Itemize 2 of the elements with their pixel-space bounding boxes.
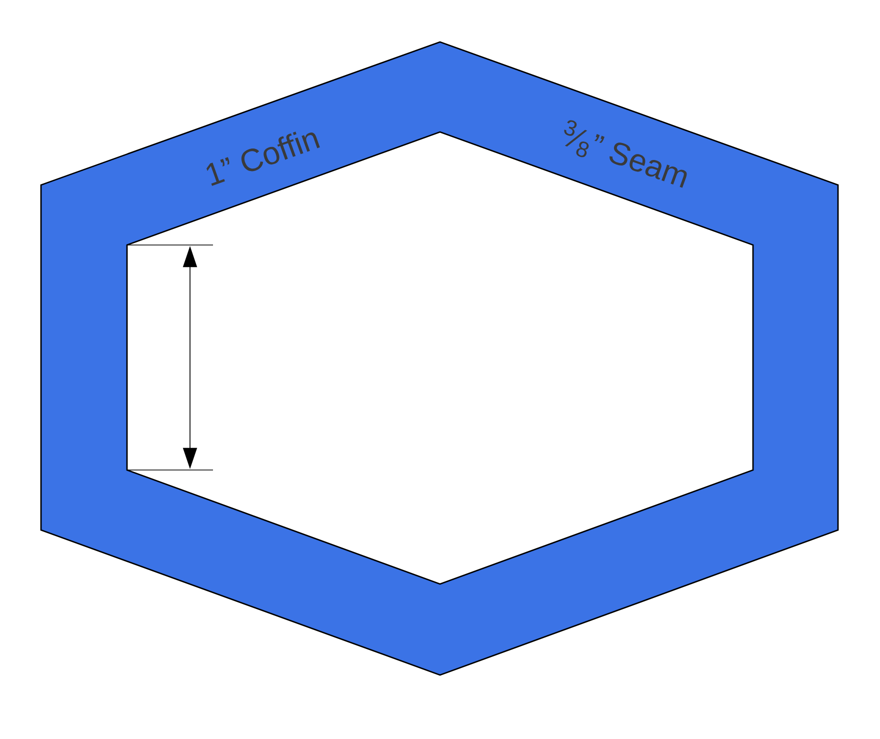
frame-label: $^{3}$⁄$_{8}$” Seam — [564, 120, 687, 188]
frame-label: 1” Coffin — [206, 132, 320, 186]
